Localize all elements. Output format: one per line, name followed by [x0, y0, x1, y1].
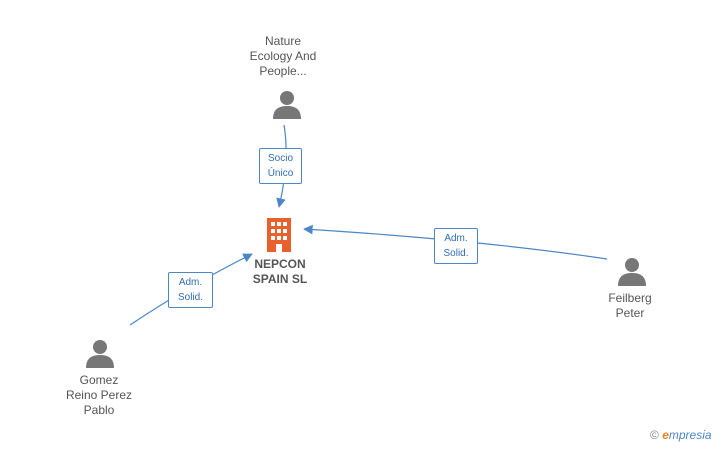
person-icon[interactable] [617, 256, 647, 286]
person-label-nature[interactable]: Nature Ecology And People... [223, 34, 343, 79]
edge-label-line: Solid. [443, 248, 469, 259]
person-icon[interactable] [85, 338, 115, 368]
brand-name: mpresia [668, 428, 712, 442]
company-name[interactable]: NEPCON SPAIN SL [230, 257, 330, 287]
person-label-line: Gomez [79, 373, 119, 387]
copyright-icon: © [650, 428, 659, 442]
person-label-line: Nature [264, 34, 302, 48]
edge-label-line: Adm. [444, 233, 468, 244]
company-name-line: NEPCON [254, 257, 306, 271]
empresia-logo[interactable]: © empresia [650, 428, 712, 442]
edge-label-adm-solid-feilberg: Adm. Solid. [434, 228, 478, 264]
person-label-line: Reino Perez [65, 388, 133, 402]
edge-label-line: Único [267, 168, 294, 179]
edge-label-line: Solid. [177, 292, 203, 303]
person-label-line: Feilberg [608, 291, 652, 305]
edge-label-line: Socio [267, 153, 293, 164]
edge-label-line: Adm. [178, 277, 203, 288]
person-label-line: People... [259, 64, 307, 78]
person-label-line: Pablo [83, 403, 115, 417]
person-label-line: Peter [615, 306, 645, 320]
person-label-line: Ecology And [249, 49, 317, 63]
brand-e: e [662, 428, 669, 442]
edge-label-socio-unico: Socio Único [259, 148, 302, 184]
building-icon[interactable] [264, 216, 294, 252]
person-label-feilberg[interactable]: Feilberg Peter [570, 291, 690, 321]
company-name-line: SPAIN SL [252, 272, 308, 286]
person-icon[interactable] [272, 89, 302, 119]
person-label-gomez[interactable]: Gomez Reino Perez Pablo [39, 373, 159, 418]
edge-label-adm-solid-gomez: Adm. Solid. [168, 272, 213, 308]
